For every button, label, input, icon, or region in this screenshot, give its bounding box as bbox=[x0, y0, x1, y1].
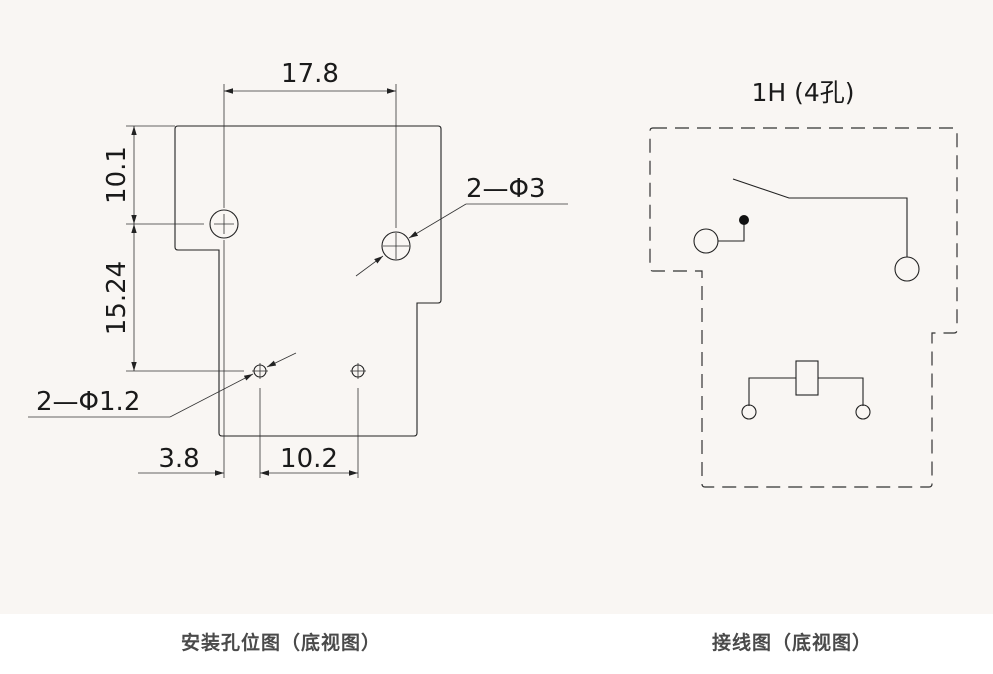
wiring-diagram: 1H (4孔) bbox=[649, 78, 958, 488]
dim-vertical: 10.1 15.24 bbox=[102, 125, 244, 372]
fixed-contact-dot bbox=[739, 215, 749, 225]
dim-label-2-phi1-2: 2—Φ1.2 bbox=[36, 387, 140, 417]
caption-wiring-diagram: 接线图（底视图） bbox=[712, 632, 873, 654]
wiring-title: 1H (4孔) bbox=[751, 78, 854, 107]
dim-label-10-2: 10.2 bbox=[280, 444, 338, 474]
caption-mounting-diagram: 安装孔位图（底视图） bbox=[181, 632, 382, 654]
relay-outline-dashed bbox=[649, 127, 958, 488]
dim-bottom: 3.8 10.2 bbox=[138, 388, 359, 478]
large-hole-1 bbox=[209, 209, 239, 239]
dim-label-17-8: 17.8 bbox=[281, 59, 339, 89]
relay-outline bbox=[174, 125, 442, 437]
technical-drawing: 17.8 10.1 15.24 2—Φ3 2—Φ1.2 bbox=[28, 59, 958, 488]
switch-contact bbox=[693, 178, 920, 282]
dim-label-3-8: 3.8 bbox=[158, 444, 199, 474]
leader-large-holes: 2—Φ3 bbox=[355, 174, 568, 277]
small-hole-1 bbox=[252, 363, 268, 379]
dim-label-10-1: 10.1 bbox=[102, 146, 132, 204]
dim-label-2-phi3: 2—Φ3 bbox=[466, 174, 546, 204]
drawing-area bbox=[0, 0, 993, 614]
large-hole-2 bbox=[381, 231, 411, 261]
mounting-hole-diagram: 17.8 10.1 15.24 2—Φ3 2—Φ1.2 bbox=[28, 59, 568, 478]
dim-17-8: 17.8 bbox=[223, 59, 397, 478]
small-hole-2 bbox=[350, 363, 366, 379]
leader-small-holes: 2—Φ1.2 bbox=[28, 352, 297, 418]
coil bbox=[741, 360, 871, 420]
dim-label-15-24: 15.24 bbox=[102, 261, 132, 335]
